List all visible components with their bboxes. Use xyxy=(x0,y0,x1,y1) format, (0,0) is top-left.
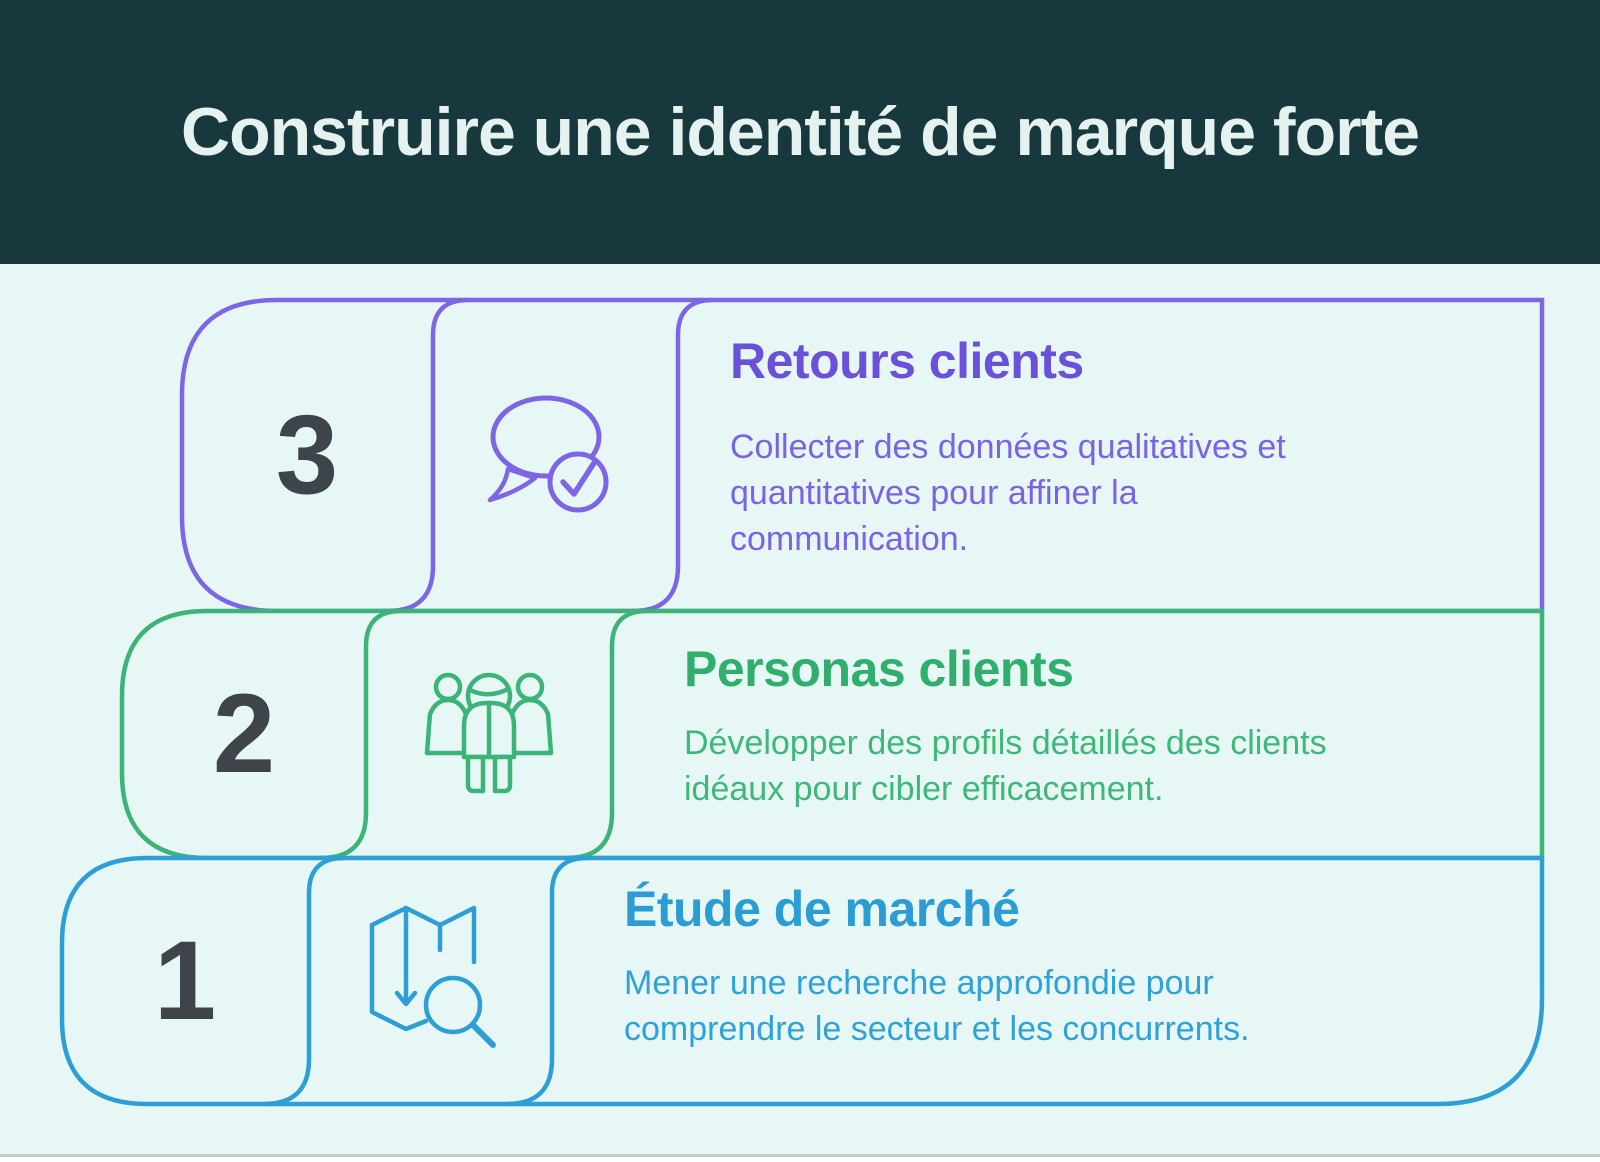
step-description: Collecter des données qualitatives et qu… xyxy=(730,424,1286,562)
desc-line: quantitatives pour affiner la xyxy=(730,474,1138,512)
step-description: Mener une recherche approfondie pour com… xyxy=(624,960,1250,1052)
page-title: Construire une identité de marque forte xyxy=(180,94,1420,170)
desc-line: idéaux pour cibler efficacement. xyxy=(684,770,1164,808)
chat-check-icon xyxy=(487,395,609,513)
step-number-3: 3 xyxy=(275,392,339,517)
desc-line: comprendre le secteur et les concurrents… xyxy=(624,1010,1250,1048)
window-bottom-edge xyxy=(0,1154,1600,1162)
step-title: Personas clients xyxy=(684,641,1074,697)
map-search-icon xyxy=(369,905,496,1048)
people-group-icon xyxy=(424,672,554,794)
step-title: Retours clients xyxy=(730,333,1084,389)
desc-line: Mener une recherche approfondie pour xyxy=(624,964,1214,1002)
step-number-2: 2 xyxy=(212,671,276,796)
desc-line: communication. xyxy=(730,520,969,558)
step-number-1: 1 xyxy=(153,918,217,1043)
desc-line: Développer des profils détaillés des cli… xyxy=(684,724,1327,762)
step-description: Développer des profils détaillés des cli… xyxy=(684,720,1327,812)
desc-line: Collecter des données qualitatives et xyxy=(730,428,1286,466)
step-title: Étude de marché xyxy=(624,881,1020,937)
header: Construire une identité de marque forte xyxy=(0,0,1600,264)
